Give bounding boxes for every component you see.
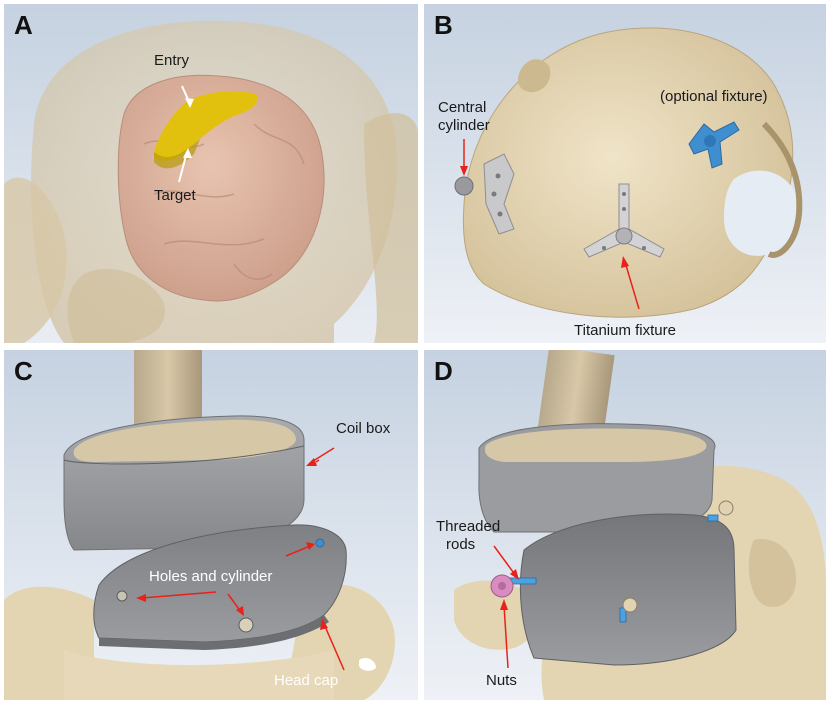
central-cylinder-label: Central cylinder: [438, 99, 490, 135]
optional-fixture-label: (optional fixture): [660, 88, 768, 105]
panel-d-letter: D: [434, 356, 453, 387]
panel-c-letter: C: [14, 356, 33, 387]
titanium-fixture-label: Titanium fixture: [574, 322, 676, 339]
panel-a-letter: A: [14, 10, 33, 41]
nuts-label: Nuts: [486, 672, 517, 689]
head-cap-d: [520, 514, 736, 665]
panel-b-render: [424, 4, 826, 343]
threaded-rods-label: Threaded rods: [436, 518, 500, 554]
panel-a-render: [4, 4, 418, 343]
target-label: Target: [154, 187, 196, 204]
panel-b-letter: B: [434, 10, 453, 41]
panel-d: D Threaded rods Nuts: [424, 350, 826, 700]
central-cylinder-label-line2: cylinder: [438, 117, 490, 135]
head-cap-label: Head cap: [274, 672, 338, 689]
central-cylinder-label-line1: Central: [438, 99, 490, 117]
holes-cylinder-label: Holes and cylinder: [149, 568, 272, 585]
panel-c: C Coil box Holes and cylinder Head cap: [4, 350, 418, 700]
threaded-rods-label-line2: rods: [436, 536, 500, 554]
threaded-rods-label-line1: Threaded: [436, 518, 500, 536]
panel-b: B Central cylinder (optional fixture) Ti…: [424, 4, 826, 343]
panel-c-render: [4, 350, 418, 700]
panel-a: A Entry Target: [4, 4, 418, 343]
entry-label: Entry: [154, 52, 189, 69]
coil-box-label: Coil box: [336, 420, 390, 437]
